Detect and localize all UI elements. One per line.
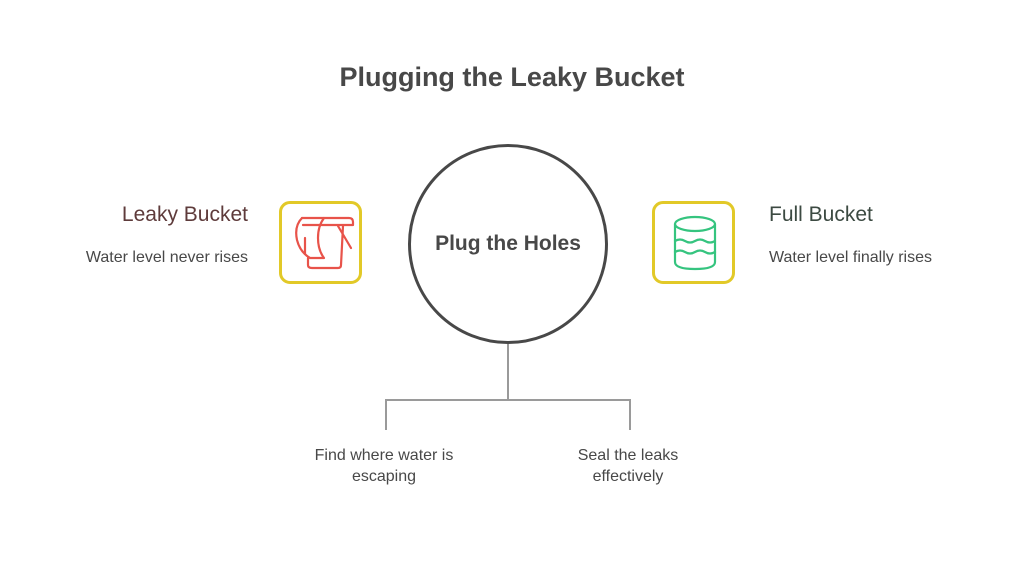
left-heading: Leaky Bucket [121,203,248,226]
leaky-bucket-box [279,201,362,284]
center-label: Plug the Holes [435,232,581,255]
left-description: Water level never rises [85,249,248,266]
branch-label-seal-leaks: Seal the leaks effectively [538,445,718,487]
full-bucket-box [652,201,735,284]
water-cylinder-icon [673,215,717,271]
branch-label-line: Seal the leaks [577,447,679,464]
right-heading: Full Bucket [769,203,873,226]
branch-label-find-leaks: Find where water is escaping [294,445,474,487]
right-description: Water level finally rises [769,249,933,266]
branch-label-line: Find where water is [314,447,454,464]
branch-label-line: escaping [351,468,417,485]
center-circle: Plug the Holes [408,144,608,344]
branch-label-line: effectively [592,468,664,485]
diagram-title: Plugging the Leaky Bucket [339,62,685,92]
leaky-bucket-icon [295,216,355,270]
